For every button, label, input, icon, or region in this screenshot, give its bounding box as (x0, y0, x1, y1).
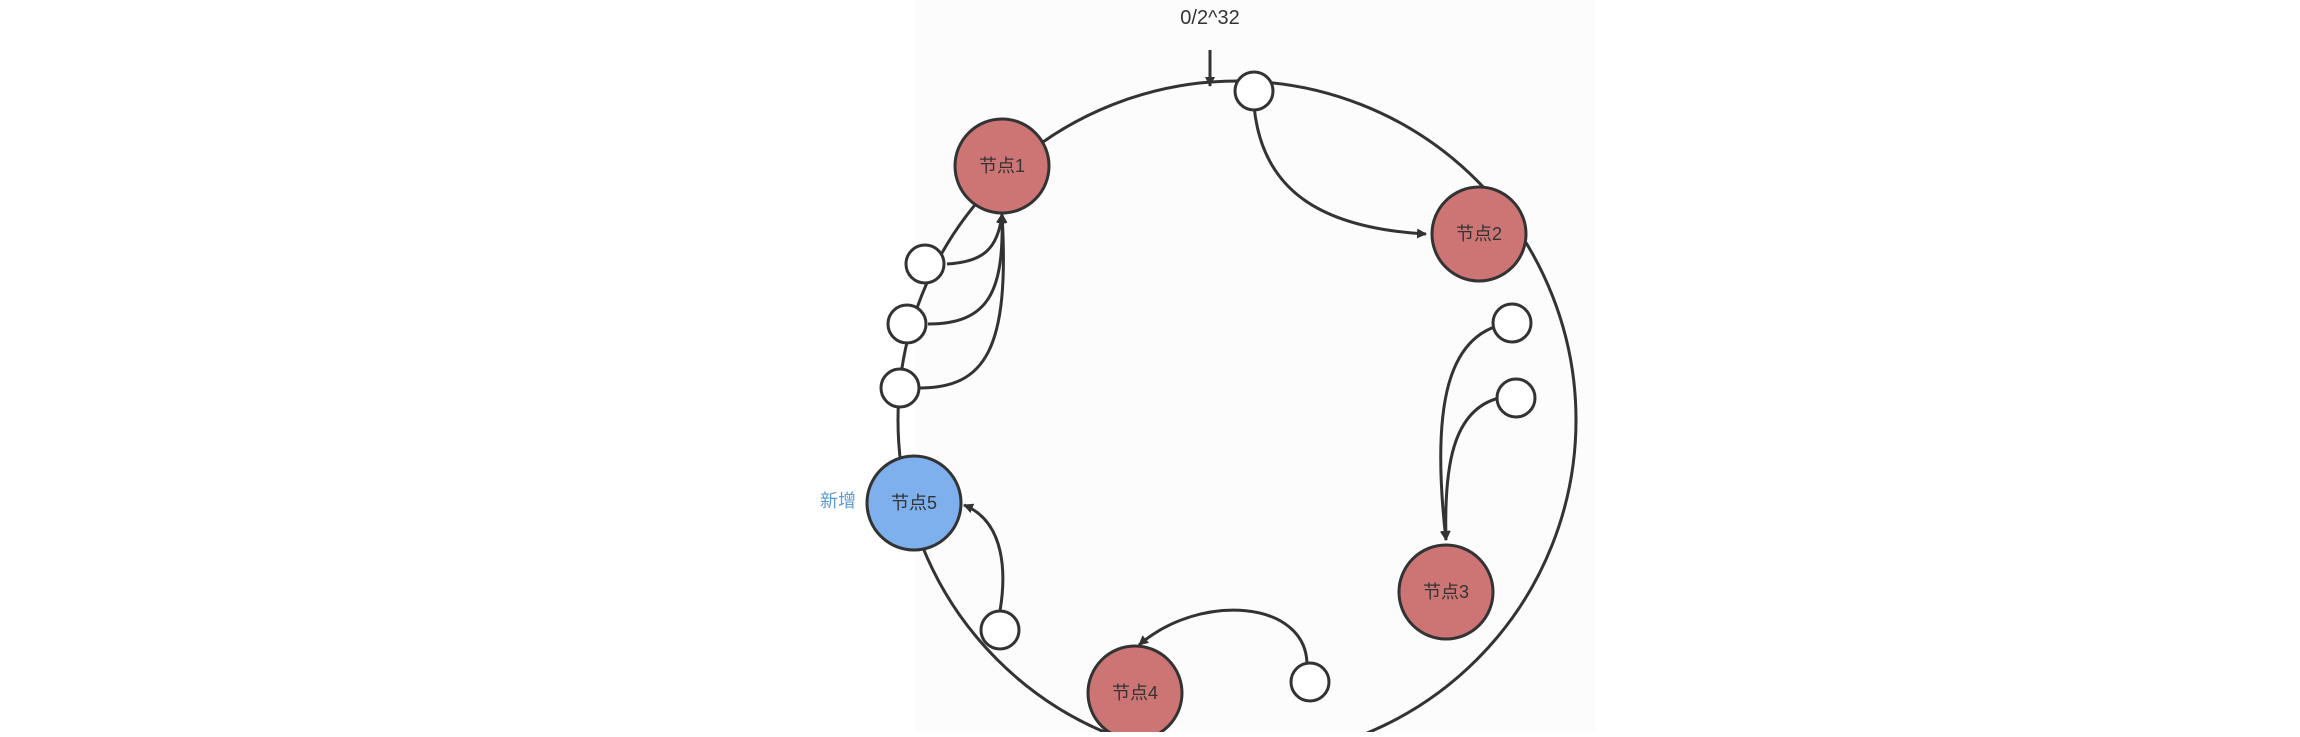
node-5-label: 节点5 (891, 493, 937, 513)
arrow-dp6-to-node1 (946, 213, 1006, 266)
arrow-dp5-to-node5 (963, 503, 1005, 612)
node-2: 节点2 (1430, 185, 1528, 283)
data-point (904, 243, 946, 285)
data-point (1289, 661, 1331, 703)
node-2-circle (1430, 185, 1528, 283)
arrow-dp4-to-node4 (1138, 608, 1309, 666)
data-to-node-arrows (918, 105, 1513, 666)
data-point (1233, 70, 1275, 112)
arrow-dp1-to-node2 (1252, 105, 1427, 239)
arrow-dp3-to-node3 (1440, 396, 1500, 541)
ring-origin-label: 0/2^32 (1180, 7, 1239, 29)
node-3-circle (1397, 543, 1495, 641)
data-point (879, 367, 921, 409)
data-point (979, 609, 1021, 651)
arrow-dp2-to-node3 (1439, 321, 1513, 541)
node-5-circle (865, 454, 963, 552)
node-4-label: 节点4 (1112, 683, 1158, 703)
new-node-label: 新增 (820, 491, 856, 511)
arrow-dp8-to-node1 (918, 213, 1008, 390)
data-point (1491, 302, 1533, 344)
data-points (879, 70, 1537, 703)
node-3-label: 节点3 (1423, 582, 1469, 602)
node-1-label: 节点1 (979, 156, 1025, 176)
node-4: 节点4 (1086, 644, 1184, 737)
node-2-label: 节点2 (1456, 224, 1502, 244)
node-1-circle (953, 117, 1051, 215)
node-3: 节点3 (1397, 543, 1495, 641)
node-1: 节点1 (953, 117, 1051, 215)
node-4-circle (1086, 644, 1184, 737)
data-point (886, 303, 928, 345)
data-point (1495, 377, 1537, 419)
node-5: 节点5 (865, 454, 963, 552)
